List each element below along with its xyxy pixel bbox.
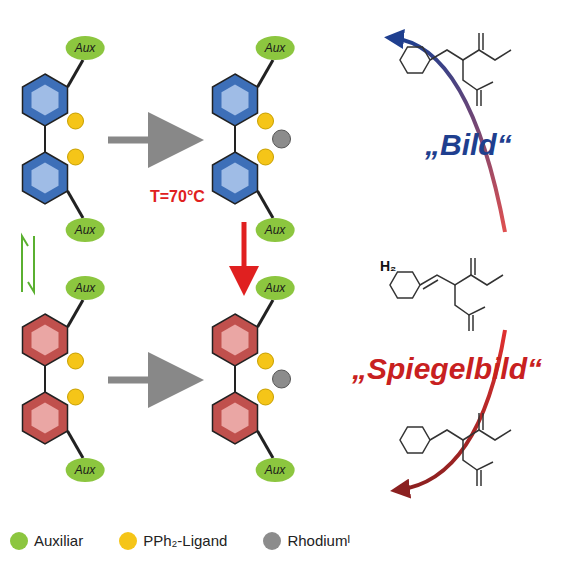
aux-bond — [68, 60, 83, 87]
legend-text: Rhodiumᴵ — [287, 532, 350, 549]
bond — [430, 430, 511, 440]
bond — [482, 413, 484, 430]
legend-text: Auxiliar — [34, 532, 83, 549]
benzene-ring — [23, 152, 68, 204]
hydrogen-label: H₂ — [380, 258, 396, 274]
ring-highlight — [32, 402, 59, 433]
aux-bond — [258, 300, 273, 327]
auxiliary-oval: Aux — [66, 458, 105, 482]
legend-text: PPh₂-Ligand — [143, 532, 227, 549]
aux-label: Aux — [265, 463, 286, 477]
bond — [482, 33, 484, 50]
biaryl-bond — [234, 366, 236, 392]
aux-bond — [258, 60, 273, 87]
pph2-dot — [68, 149, 84, 165]
bond — [423, 280, 438, 289]
image-label: „Bild“ — [425, 128, 512, 162]
phenyl — [400, 47, 430, 73]
benzene-ring — [23, 74, 68, 126]
pph2-dot — [68, 353, 84, 369]
benzene-ring — [213, 152, 258, 204]
ring-highlight — [32, 162, 59, 193]
auxiliary-oval: Aux — [256, 276, 295, 300]
bond — [478, 33, 480, 50]
legend-swatch — [119, 532, 137, 550]
aux-bond — [68, 431, 83, 458]
benzene-ring — [23, 392, 68, 444]
rhodium-dot — [273, 370, 291, 388]
bond — [468, 315, 470, 331]
bond — [455, 285, 485, 315]
ring-highlight — [32, 324, 59, 355]
pph2-dot — [258, 149, 274, 165]
rhodium-dot — [273, 130, 291, 148]
ring-highlight — [222, 324, 249, 355]
auxiliary-oval: Aux — [66, 218, 105, 242]
aux-label: Aux — [265, 281, 286, 295]
ring-highlight — [222, 84, 249, 115]
pph2-dot — [68, 113, 84, 129]
auxiliary-oval: Aux — [256, 218, 295, 242]
aux-label: Aux — [265, 223, 286, 237]
benzene-ring — [213, 314, 258, 366]
bond — [476, 470, 478, 486]
aux-bond — [258, 431, 273, 458]
aux-label: Aux — [75, 223, 96, 237]
mirror-image-label: „Spiegelbild“ — [352, 352, 542, 386]
benzene-ring — [213, 74, 258, 126]
aux-bond — [68, 191, 83, 218]
bond — [480, 470, 482, 486]
bond — [478, 413, 480, 430]
auxiliary-oval: Aux — [256, 36, 295, 60]
benzene-ring — [213, 392, 258, 444]
pph2-dot — [68, 389, 84, 405]
auxiliary-oval: Aux — [66, 36, 105, 60]
temperature-label: T=70°C — [150, 188, 205, 206]
aux-label: Aux — [265, 41, 286, 55]
aux-bond — [68, 300, 83, 327]
pph2-dot — [258, 353, 274, 369]
ring-highlight — [222, 402, 249, 433]
biaryl-bond — [44, 366, 46, 392]
auxiliary-oval: Aux — [256, 458, 295, 482]
bond — [463, 60, 493, 90]
legend-swatch — [263, 532, 281, 550]
biaryl-bond — [234, 126, 236, 152]
benzene-ring — [23, 314, 68, 366]
bond — [480, 90, 482, 106]
bond — [476, 90, 478, 106]
legend-swatch — [10, 532, 28, 550]
bond — [470, 258, 472, 275]
ring-highlight — [222, 162, 249, 193]
aux-label: Aux — [75, 463, 96, 477]
bond — [430, 50, 511, 60]
pph2-dot — [258, 113, 274, 129]
phenyl — [400, 427, 430, 453]
biaryl-bond — [44, 126, 46, 152]
aux-label: Aux — [75, 281, 96, 295]
aux-label: Aux — [75, 41, 96, 55]
auxiliary-oval: Aux — [66, 276, 105, 300]
phenyl — [390, 272, 420, 298]
ring-highlight — [32, 84, 59, 115]
bond — [472, 315, 474, 331]
aux-bond — [258, 191, 273, 218]
bond — [474, 258, 476, 275]
bond — [463, 440, 493, 470]
pph2-dot — [258, 389, 274, 405]
